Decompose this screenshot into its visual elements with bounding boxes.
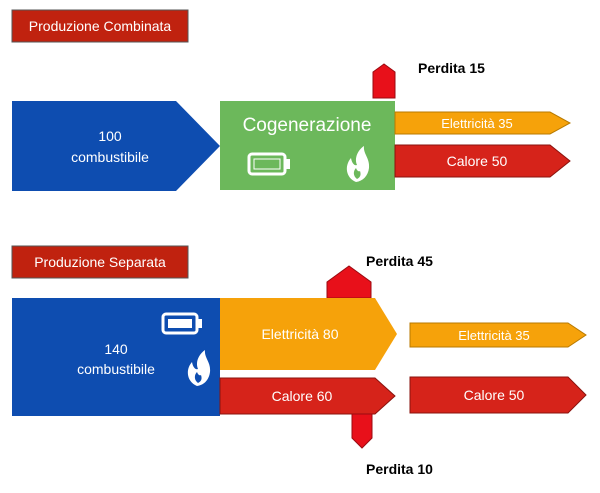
separate-fuel-label: combustibile [77, 361, 155, 377]
combined-heat-arrow [394, 144, 571, 178]
combined-section-tag [11, 9, 189, 43]
separate-section-label: Produzione Separata [34, 254, 166, 270]
combined-electricity-label: Elettricità 35 [441, 116, 513, 131]
combined-section-label: Produzione Combinata [29, 18, 172, 34]
separate-loss-bottom-label: Perdita 10 [366, 461, 433, 477]
separate-electricity-out-label: Elettricità 35 [458, 328, 530, 343]
cogeneration-title: Cogenerazione [243, 115, 372, 136]
separate-heat-in-arrow [219, 377, 396, 415]
battery-icon [247, 152, 290, 176]
separate-heat-out-label: Calore 50 [464, 387, 525, 403]
combined-heat-label: Calore 50 [447, 153, 508, 169]
combined-loss-label: Perdita 15 [418, 60, 485, 76]
separate-loss-top-label: Perdita 45 [366, 253, 433, 269]
separate-section: Produzione Separata 140 combustibile Per… [11, 245, 587, 477]
combined-electricity-arrow [394, 111, 572, 135]
flame-icon [187, 350, 211, 386]
separate-heat-out-arrow [409, 376, 587, 414]
battery-icon [161, 312, 202, 335]
separate-electricity-in-label: Elettricità 80 [261, 326, 338, 342]
separate-electricity-out-arrow [409, 322, 587, 348]
separate-fuel-box [12, 298, 220, 416]
separate-electricity-in-arrow [220, 298, 397, 370]
combined-fuel-value: 100 [98, 128, 122, 144]
separate-heat-in-label: Calore 60 [272, 388, 333, 404]
combined-loss-arrow [372, 63, 396, 99]
combined-section: Produzione Combinata 100 combustibile Co… [11, 9, 572, 191]
flame-icon [346, 146, 370, 182]
separate-loss-top-arrow [326, 265, 372, 299]
separate-fuel-value: 140 [104, 341, 128, 357]
combined-fuel-arrow [12, 101, 220, 191]
separate-loss-bottom-arrow [351, 413, 373, 449]
combined-fuel-label: combustibile [71, 149, 149, 165]
separate-section-tag [11, 245, 189, 279]
